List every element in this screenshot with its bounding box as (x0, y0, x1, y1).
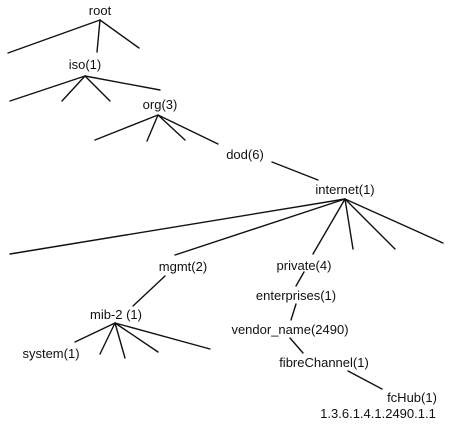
node-root: root (89, 3, 112, 18)
edge-org-2 (146, 114, 159, 142)
edge-internet-5 (344, 198, 396, 250)
edge-internet-1 (9, 198, 346, 255)
edge-enterprises-vendor (290, 303, 297, 321)
node-fchub: fcHub(1) (387, 390, 437, 405)
node-dod: dod(6) (226, 147, 264, 162)
node-oid-value: 1.3.6.1.4.1.2490.1.1 (320, 406, 436, 421)
edge-root-left (7, 19, 101, 54)
edge-vendor-fibrechannel (289, 337, 304, 354)
edge-iso-1 (9, 75, 86, 102)
edge-internet-6 (344, 198, 444, 244)
edge-mib2-2 (99, 322, 116, 355)
edge-internet-4 (344, 198, 354, 250)
edge-org-3 (157, 114, 186, 141)
node-iso: iso(1) (69, 57, 102, 72)
node-vendor-name: vendor_name(2490) (231, 322, 348, 337)
edge-mib2-3 (114, 322, 126, 359)
edge-mgmt-mib2 (132, 275, 166, 307)
edge-dod-internet (271, 161, 319, 181)
node-mgmt: mgmt(2) (159, 259, 207, 274)
node-internet: internet(1) (315, 182, 374, 197)
edge-root-right (99, 19, 140, 49)
node-private: private(4) (277, 258, 332, 273)
edge-mib2-4 (114, 322, 159, 353)
node-fibrechannel: fibreChannel(1) (279, 355, 369, 370)
edge-private-enterprises (295, 271, 305, 287)
edge-iso-3 (84, 75, 111, 102)
edge-root-iso (96, 19, 101, 53)
node-system: system(1) (22, 346, 79, 361)
edge-internet-private (312, 198, 346, 255)
edge-iso-2 (61, 75, 86, 102)
edge-fibrechannel-fchub (347, 370, 383, 390)
edge-mib2-system (74, 322, 116, 343)
edge-internet-mgmt (174, 198, 346, 256)
node-mib2: mib-2 (1) (90, 307, 142, 322)
node-enterprises: enterprises(1) (256, 288, 336, 303)
edge-org-1 (94, 114, 159, 141)
edge-iso-org (84, 75, 161, 91)
node-org: org(3) (143, 97, 178, 112)
edge-org-dod (157, 114, 219, 145)
edge-mib2-5 (114, 322, 211, 350)
